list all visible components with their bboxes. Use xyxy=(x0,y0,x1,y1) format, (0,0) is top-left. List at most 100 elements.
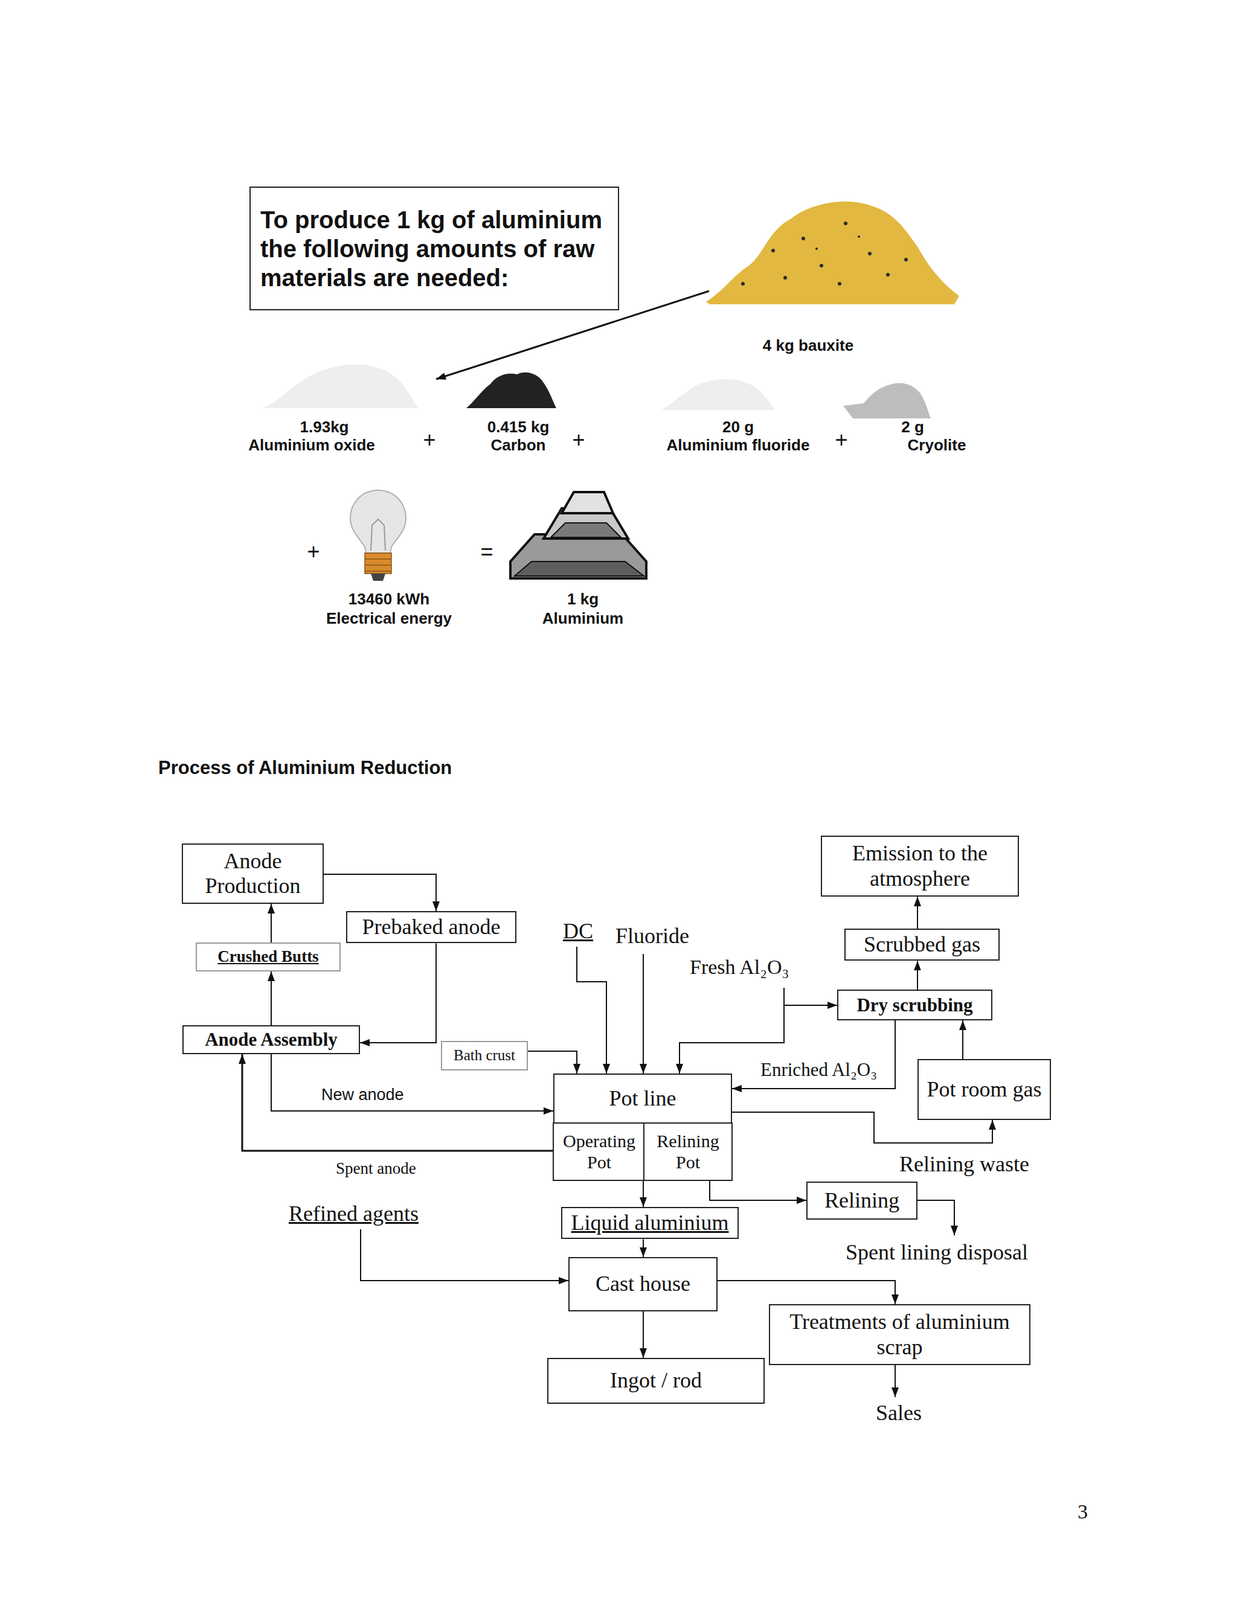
process-box: Relining xyxy=(806,1182,918,1221)
operator-sign: = xyxy=(480,539,493,565)
box-text: Crushed Butts xyxy=(217,947,319,967)
bauxite-specks xyxy=(741,221,908,286)
bulb-filament xyxy=(370,519,386,551)
flow-connector xyxy=(962,1020,964,1060)
box-text: To produce 1 kg of aluminium the followi… xyxy=(260,205,609,293)
process-box: Crushed Butts xyxy=(195,942,341,972)
dc-feed-line xyxy=(576,947,607,1074)
carbon-pile xyxy=(466,372,557,409)
page-number: 3 xyxy=(1077,1500,1088,1524)
operator-sign: + xyxy=(306,539,320,565)
process-box: Liquid aluminium xyxy=(561,1207,739,1240)
box-text: Prebaked anode xyxy=(362,915,501,940)
input-label: Refined agents xyxy=(288,1201,419,1227)
input-label: Fluoride xyxy=(615,924,690,949)
text-label: Cryolite xyxy=(907,436,967,455)
refined-agents-line xyxy=(360,1229,569,1282)
fresh-alumina-branch xyxy=(783,1005,838,1007)
flow-connector xyxy=(717,1281,896,1305)
flow-connector xyxy=(270,971,272,1026)
flow-connector xyxy=(642,1311,644,1359)
box-text: Anode Production xyxy=(189,849,317,900)
process-box: Cast house xyxy=(568,1257,718,1312)
process-box: Treatments of aluminium scrap xyxy=(768,1304,1031,1366)
text-label: 0.415 kg xyxy=(487,418,550,437)
box-text: Bath crust xyxy=(453,1047,516,1065)
text-label: 13460 kWh xyxy=(348,590,430,609)
box-text: Emission to the atmosphere xyxy=(828,841,1012,892)
chart-title: Process of Aluminium Reduction xyxy=(158,757,452,780)
flow-connector xyxy=(642,1239,644,1258)
flow-connector xyxy=(323,874,437,912)
cryolite-pile xyxy=(843,382,931,419)
output-label: Spent lining disposal xyxy=(845,1240,1029,1266)
text-label: Carbon xyxy=(491,436,547,455)
text-label: 1.93kg xyxy=(300,418,350,437)
fluoride-feed-line xyxy=(642,954,644,1074)
process-box: Anode Assembly xyxy=(182,1025,360,1055)
operator-sign: + xyxy=(422,427,436,453)
aluminium-oxide-pile xyxy=(263,364,419,409)
bauxite-pile xyxy=(706,201,960,305)
box-text: Relining xyxy=(824,1188,900,1214)
text-label: 2 g xyxy=(901,418,925,437)
box-text: Ingot / rod xyxy=(610,1368,702,1394)
connector-label: New anode xyxy=(320,1085,406,1105)
box-text: Treatments of aluminium scrap xyxy=(776,1310,1024,1361)
box-text: Operating Pot xyxy=(556,1131,643,1173)
box-text: Scrubbed gas xyxy=(863,932,981,958)
flow-connector xyxy=(642,1181,644,1208)
flow-connector xyxy=(709,1181,807,1201)
input-label: Fresh Al₂O₃ xyxy=(689,955,789,980)
output-label: Relining waste xyxy=(899,1152,1030,1178)
process-box: Pot lineOperating PotRelining Pot xyxy=(553,1073,733,1182)
box-text: Cast house xyxy=(595,1272,691,1297)
process-box: Bath crust xyxy=(440,1041,528,1071)
process-box: Ingot / rod xyxy=(547,1358,765,1405)
text-label: Aluminium xyxy=(542,610,624,629)
text-label: 20 g xyxy=(722,418,754,437)
process-box: Operating Pot xyxy=(552,1122,646,1182)
connector-label: Enriched Al₂O₃ xyxy=(759,1059,879,1082)
box-text: Anode Assembly xyxy=(204,1029,338,1051)
text-label: Aluminium oxide xyxy=(248,436,375,455)
text-label: 1 kg xyxy=(567,590,599,609)
flow-connector xyxy=(916,960,919,990)
bulb-base-threads xyxy=(364,559,392,572)
bulb-tip xyxy=(370,573,386,582)
box-text: Dry scrubbing xyxy=(856,994,973,1017)
operator-sign: + xyxy=(834,427,848,453)
process-box: Prebaked anode xyxy=(346,911,517,944)
ingot-middle-face xyxy=(550,523,621,538)
ingot-top xyxy=(561,492,614,514)
text-label: Aluminium fluoride xyxy=(666,436,810,455)
text-label: Electrical energy xyxy=(326,610,452,629)
flow-connector xyxy=(359,943,437,1044)
info-box: To produce 1 kg of aluminium the followi… xyxy=(249,186,620,311)
sales-line xyxy=(894,1365,896,1398)
input-label: DC xyxy=(562,919,594,945)
flow-connector xyxy=(270,904,272,943)
bulb-glass xyxy=(350,490,406,554)
box-text: Relining Pot xyxy=(646,1131,730,1173)
output-label: Sales xyxy=(875,1401,922,1427)
spent-lining-line xyxy=(917,1200,955,1236)
box-text: Pot room gas xyxy=(926,1077,1042,1103)
bulb-base xyxy=(364,553,392,574)
box-text: Pot line xyxy=(608,1086,676,1112)
flow-connector xyxy=(916,896,919,929)
box-heading-area: Pot line xyxy=(554,1075,731,1123)
ingot-base-face xyxy=(514,561,644,577)
process-box: Dry scrubbing xyxy=(837,989,993,1021)
flow-connector xyxy=(732,1020,896,1090)
process-box: Anode Production xyxy=(181,843,324,905)
process-box: Relining Pot xyxy=(643,1122,733,1182)
ingot-base xyxy=(510,534,647,579)
operator-sign: + xyxy=(571,427,585,453)
connector-label: Spent anode xyxy=(334,1159,418,1179)
process-box: Scrubbed gas xyxy=(844,928,1000,961)
process-box: Emission to the atmosphere xyxy=(820,835,1019,897)
flow-connector xyxy=(527,1051,577,1074)
text-label: 4 kg bauxite xyxy=(762,337,854,356)
aluminium-fluoride-pile xyxy=(661,379,776,411)
